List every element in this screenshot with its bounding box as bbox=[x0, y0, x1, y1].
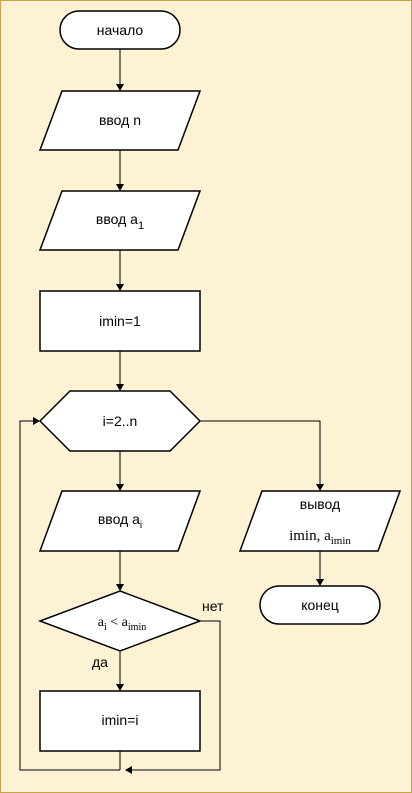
connector-condition-no bbox=[130, 620, 221, 771]
input-ai-block: ввод ai bbox=[38, 490, 202, 552]
input-a1-block: ввод a1 bbox=[38, 190, 202, 251]
connector-loop-exit bbox=[200, 420, 321, 486]
start-terminator: начало bbox=[59, 10, 181, 50]
arrowhead bbox=[116, 484, 124, 491]
loop-block: i=2..n bbox=[38, 390, 202, 452]
arrowhead bbox=[116, 84, 124, 91]
arrowhead bbox=[316, 484, 324, 491]
input-ai-label: ввод ai bbox=[98, 511, 142, 531]
input-n-label: ввод n bbox=[99, 112, 141, 128]
arrowhead bbox=[125, 766, 132, 774]
output-vars: imin, aimin bbox=[289, 528, 351, 547]
arrowhead bbox=[116, 684, 124, 691]
connectors bbox=[19, 49, 324, 774]
connector-loop-back bbox=[19, 420, 120, 771]
arrowhead bbox=[116, 384, 124, 391]
output-title: вывод bbox=[300, 496, 340, 512]
input-a1-label: ввод a1 bbox=[96, 211, 144, 232]
condition-block: ai < aimin bbox=[37, 590, 203, 652]
assign-imin-i-block: imin=i bbox=[39, 690, 201, 752]
arrowhead bbox=[116, 284, 124, 291]
assign-imin-block: imin=1 bbox=[39, 290, 201, 352]
yes-label: да bbox=[92, 654, 108, 670]
output-block: вывод imin, aimin bbox=[238, 490, 402, 552]
assign-imin-i-label: imin=i bbox=[102, 712, 139, 728]
input-n-block: ввод n bbox=[38, 90, 202, 151]
arrowhead bbox=[316, 579, 324, 586]
end-label: конец bbox=[301, 597, 339, 613]
condition-label: ai < aimin bbox=[98, 615, 146, 633]
arrowhead bbox=[116, 584, 124, 591]
loop-label: i=2..n bbox=[103, 413, 138, 429]
end-terminator: конец bbox=[259, 585, 381, 625]
arrowhead bbox=[116, 184, 124, 191]
start-label: начало bbox=[97, 22, 144, 38]
no-label: нет bbox=[202, 598, 224, 614]
assign-imin-label: imin=1 bbox=[99, 313, 141, 329]
arrowhead bbox=[33, 417, 40, 425]
